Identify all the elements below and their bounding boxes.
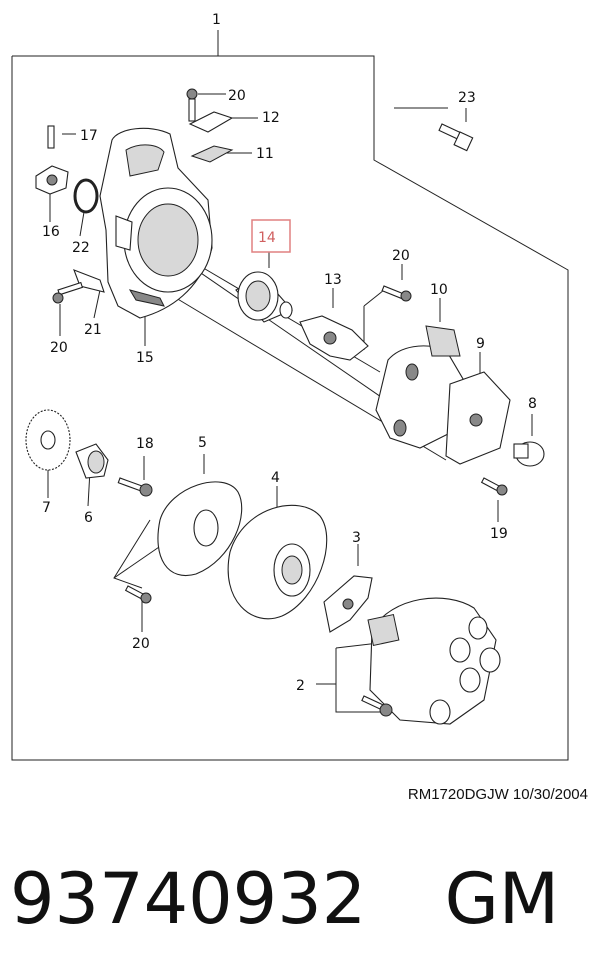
disc-7 bbox=[25, 409, 71, 471]
part-number: 93740932 bbox=[10, 858, 367, 940]
callout-3: 3 bbox=[352, 530, 361, 546]
rotor-3 bbox=[323, 575, 373, 633]
rotor-disc-4 bbox=[227, 504, 328, 620]
callout-7: 7 bbox=[42, 500, 51, 516]
bolt-20-left bbox=[52, 281, 84, 304]
callout-22: 22 bbox=[72, 240, 90, 256]
distributor-base-10 bbox=[375, 325, 467, 449]
callout-15: 15 bbox=[136, 350, 154, 366]
plate-11 bbox=[190, 145, 234, 163]
bracket-16 bbox=[35, 165, 69, 195]
callout-6: 6 bbox=[84, 510, 93, 526]
callout-19: 19 bbox=[490, 526, 508, 542]
highlight-box-14 bbox=[251, 219, 291, 253]
gasket-12 bbox=[188, 111, 234, 133]
callout-20b: 20 bbox=[392, 248, 410, 264]
cover-disc-5 bbox=[157, 481, 243, 577]
callout-1: 1 bbox=[212, 12, 221, 28]
callout-20a: 20 bbox=[228, 88, 246, 104]
bolt-19 bbox=[480, 477, 508, 496]
brand-name: GM bbox=[444, 858, 560, 940]
callout-20d: 20 bbox=[132, 636, 150, 652]
callout-9: 9 bbox=[476, 336, 485, 352]
callout-8: 8 bbox=[528, 396, 537, 412]
callout-14: 14 bbox=[258, 230, 276, 246]
callout-18: 18 bbox=[136, 436, 154, 452]
callout-20c: 20 bbox=[50, 340, 68, 356]
callout-17: 17 bbox=[80, 128, 98, 144]
plate-13 bbox=[299, 315, 369, 361]
callout-16: 16 bbox=[42, 224, 60, 240]
callout-5: 5 bbox=[198, 435, 207, 451]
clip-21 bbox=[73, 269, 105, 293]
callout-labels: 1 2 3 4 5 6 7 8 9 10 11 12 13 14 15 16 1… bbox=[42, 12, 537, 694]
callout-11: 11 bbox=[256, 146, 274, 162]
callout-4: 4 bbox=[271, 470, 280, 486]
exploded-parts-diagram: 1 2 3 4 5 6 7 8 9 10 11 12 13 14 15 16 1… bbox=[11, 12, 569, 761]
bolt-20-top bbox=[186, 88, 198, 122]
o-ring-22 bbox=[73, 178, 99, 214]
callout-2: 2 bbox=[296, 678, 305, 694]
screw-18 bbox=[117, 477, 153, 497]
bushing-6 bbox=[75, 443, 109, 479]
part-number-line: 93740932 GM bbox=[10, 858, 559, 940]
distributor-cap-2 bbox=[367, 597, 501, 725]
assembly-boundary bbox=[11, 55, 569, 761]
callout-23: 23 bbox=[458, 90, 476, 106]
cap-8 bbox=[513, 441, 545, 467]
distributor-housing bbox=[99, 127, 213, 319]
shield-9 bbox=[445, 371, 511, 465]
diagram-reference-code: RM1720DGJW 10/30/2004 bbox=[407, 786, 588, 803]
callout-10: 10 bbox=[430, 282, 448, 298]
bearing-14 bbox=[235, 271, 293, 323]
bolt-2 bbox=[361, 695, 393, 717]
pin-17 bbox=[47, 125, 55, 149]
bolt-20-mid bbox=[381, 285, 412, 302]
bolt-20-lower bbox=[124, 585, 152, 604]
callout-12: 12 bbox=[262, 110, 280, 126]
callout-21: 21 bbox=[84, 322, 102, 338]
callout-13: 13 bbox=[324, 272, 342, 288]
bolt-23 bbox=[438, 123, 474, 152]
